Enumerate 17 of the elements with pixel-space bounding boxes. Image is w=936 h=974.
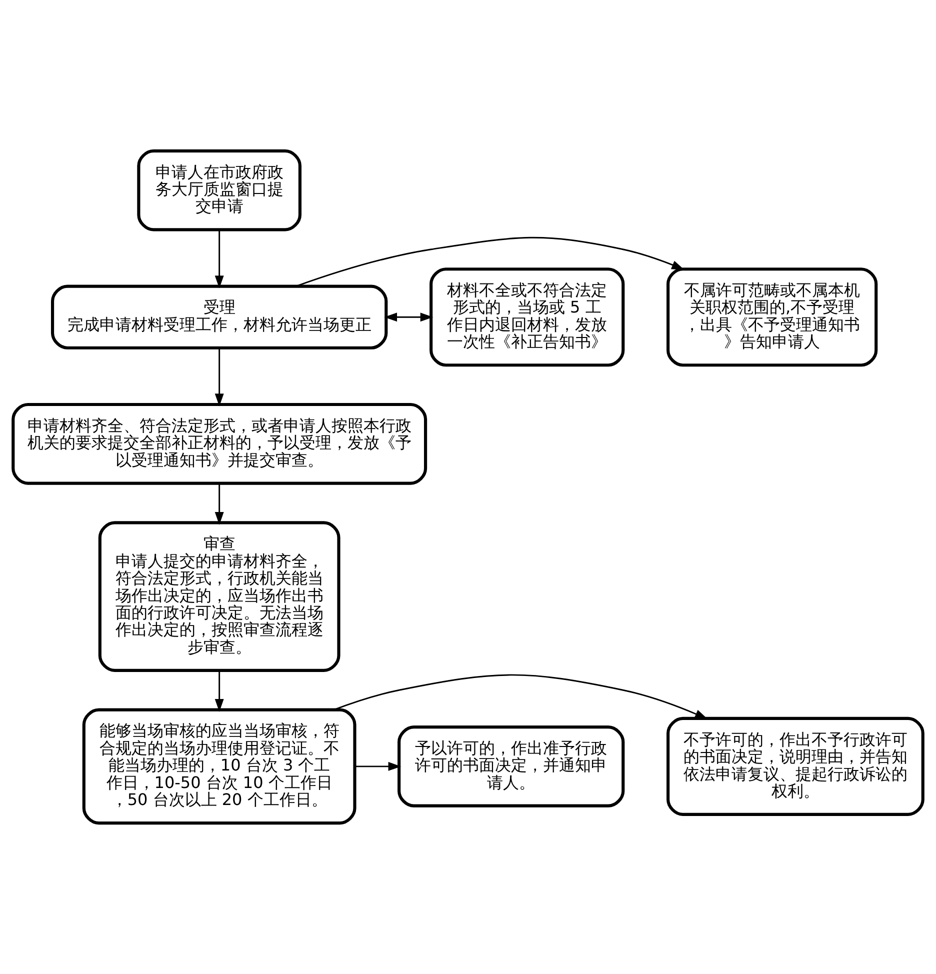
node-box: 材料不全或不符合法定形式的，当场或 5 工作日内退回材料，发放一次性《补正告知书》 <box>430 268 625 367</box>
node-box: 受理 完成申请材料受理工作，材料允许当场更正 <box>50 284 388 350</box>
arrow <box>214 670 224 712</box>
arrow <box>384 312 434 322</box>
arrow <box>214 348 224 406</box>
node-box: 予以许可的，作出准予行政许可的书面决定，并通知申请人。 <box>398 726 625 808</box>
node-box: 不予许可的，作出不予行政许可的书面决定，说明理由，并告知依法申请复议、提起行政诉讼的权利。 <box>666 716 924 816</box>
arrow <box>354 762 402 771</box>
arrow <box>214 230 224 288</box>
arrow <box>214 483 224 525</box>
node-box: 申请材料齐全、符合法定形式，或者申请人按照本行政机关的要求提交全部补正材料的，予以受理，发放《予以受理通知书》并提交审查。 <box>12 402 428 485</box>
node-box: 审查 申请人提交的申请材料齐全，符合法定形式，行政机关能当场作出决定的，应当场作出书面的行政许可决定。无法当场作出决定的，按照审查流程逐步审查。 <box>98 521 340 672</box>
node-box: 申请人在市政府政务大厅质监窗口提交申请 <box>137 149 302 232</box>
arrow <box>334 674 708 720</box>
node-box: 能够当场审核的应当当场审核，符合规定的当场办理使用登记证。不能当场办理的，10 台次 3 个工作日，10-50 台次 10 个工作日，50 台次以上 20 个工作日。 <box>82 708 356 825</box>
node-box: 不属许可范畴或不属本机关职权范围的,不予受理，出具《不予受理通知书》告知申请人 <box>666 268 878 367</box>
arrow <box>296 236 684 287</box>
